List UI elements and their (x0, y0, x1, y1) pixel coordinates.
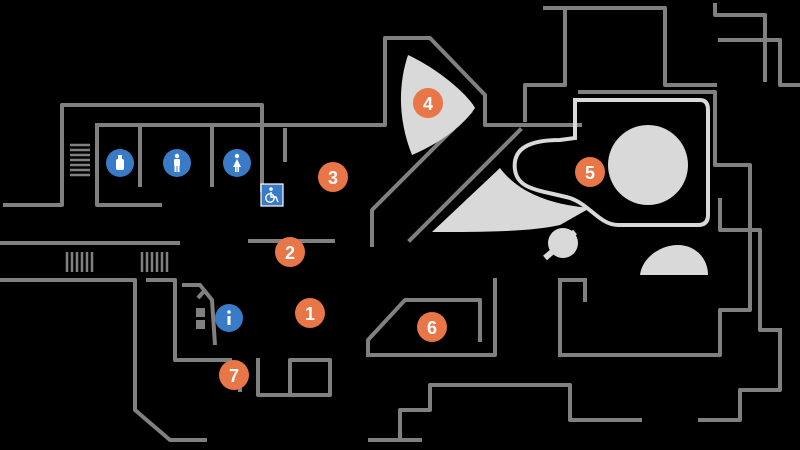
area-7-marker[interactable]: 7 (219, 360, 249, 390)
exhibit-shapes (400, 55, 708, 275)
information-desk (182, 283, 217, 346)
area-3-label: 3 (328, 168, 338, 188)
wheelchair-icon[interactable] (260, 183, 284, 207)
area-7-marker-circle (219, 360, 249, 390)
area-5-large-circle (608, 125, 688, 205)
area-1-marker[interactable]: 1 (295, 298, 325, 328)
area-2-marker-circle (275, 237, 305, 267)
facility-icons (106, 149, 284, 332)
area-5-left-shape (432, 168, 590, 232)
area-5-label: 5 (585, 163, 595, 183)
baby-bottle-icon[interactable] (106, 149, 134, 177)
area-7-label: 7 (229, 366, 239, 386)
walls (0, 3, 800, 442)
area-5-track (512, 98, 710, 227)
area-6-marker[interactable]: 6 (417, 312, 447, 342)
area-3-marker-circle (318, 162, 348, 192)
area-5-marker[interactable]: 5 (575, 157, 605, 187)
area-4-label: 4 (423, 94, 433, 114)
area-5-marker-circle (575, 157, 605, 187)
information-icon[interactable] (215, 304, 243, 332)
female-restroom-icon[interactable] (223, 149, 251, 177)
area-1-label: 1 (305, 304, 315, 324)
area-5-bottom-shape (640, 245, 708, 275)
area-3-marker[interactable]: 3 (318, 162, 348, 192)
area-4-marker-circle (413, 88, 443, 118)
area-2-label: 2 (285, 243, 295, 263)
area-2-marker[interactable]: 2 (275, 237, 305, 267)
area-6-marker-circle (417, 312, 447, 342)
corridor-hatching (65, 143, 169, 272)
area-markers: 1 2 3 4 5 6 7 (219, 88, 605, 390)
male-restroom-icon[interactable] (163, 149, 191, 177)
area-1-marker-circle (295, 298, 325, 328)
area-4-marker[interactable]: 4 (413, 88, 443, 118)
area-6-label: 6 (427, 318, 437, 338)
